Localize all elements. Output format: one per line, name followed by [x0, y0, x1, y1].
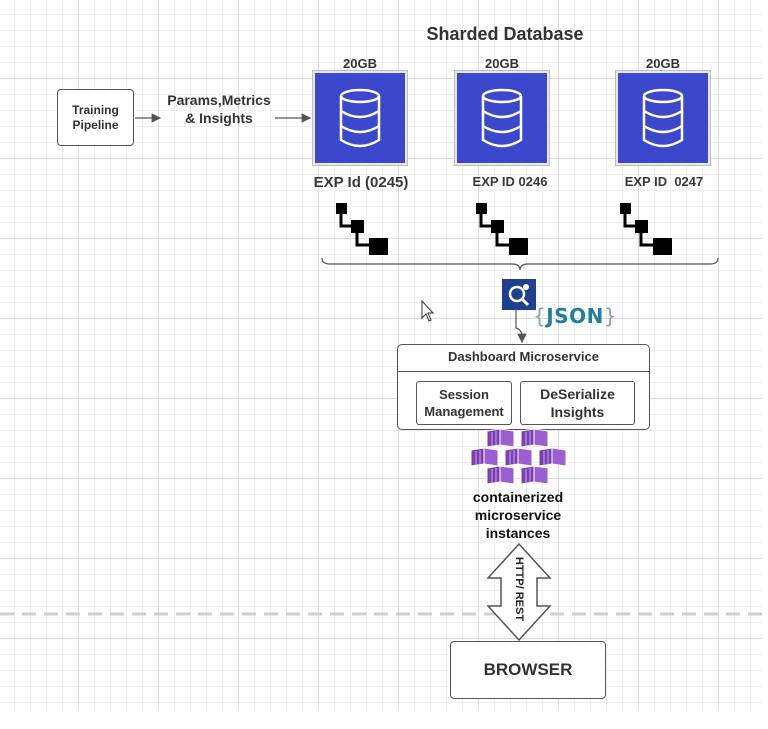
container-icon — [470, 429, 567, 485]
cursor-icon — [421, 299, 435, 322]
search-service-icon[interactable] — [502, 279, 536, 310]
json-brace-close: } — [603, 304, 618, 328]
http-double-arrow — [486, 542, 552, 642]
database-shard[interactable] — [455, 71, 549, 165]
shard-size-label: 20GB — [485, 56, 519, 71]
arrow-json-to-dashboard — [515, 310, 527, 344]
dashboard-microservice-box[interactable]: Dashboard Microservice Session Managemen… — [397, 344, 650, 430]
browser-box[interactable]: BROWSER — [450, 641, 606, 699]
shard-size-label: 20GB — [343, 56, 377, 71]
database-icon — [642, 88, 684, 148]
training-pipeline-label: Training Pipeline — [72, 102, 119, 132]
tree-icon — [476, 203, 528, 255]
http-rest-label: HTTP/ REST — [513, 556, 525, 622]
diagram-title: Sharded Database — [426, 24, 584, 44]
container-cube — [486, 429, 515, 448]
database-shard[interactable] — [313, 71, 407, 165]
shard-exp-label: EXP ID 0246 — [472, 174, 548, 189]
json-icon: {JSON} — [533, 304, 617, 328]
dashboard-divider — [398, 371, 649, 372]
dashboard-title: Dashboard Microservice — [447, 349, 599, 364]
session-management-box[interactable]: Session Management — [416, 381, 512, 425]
json-label: JSON — [546, 304, 604, 328]
deserialize-insights-box[interactable]: DeSerialize Insights — [520, 381, 635, 425]
browser-label: BROWSER — [483, 660, 573, 679]
session-management-label: Session Management — [424, 387, 504, 419]
params-metrics-label: Params,Metrics & Insights — [167, 92, 271, 126]
database-shard[interactable] — [616, 71, 710, 165]
database-icon — [339, 88, 381, 148]
deserialize-insights-label: DeSerialize Insights — [540, 386, 615, 420]
shard-size-label: 20GB — [646, 56, 680, 71]
tree-icon — [336, 203, 388, 255]
database-icon — [481, 88, 523, 148]
json-brace-open: { — [533, 304, 547, 328]
containers-label: containerized microservice instances — [472, 489, 564, 541]
shard-brace — [321, 257, 719, 271]
shard-exp-label: EXP ID 0247 — [624, 174, 704, 189]
tree-icon — [620, 203, 672, 255]
training-pipeline-box[interactable]: Training Pipeline — [57, 89, 134, 146]
shard-exp-label: EXP Id (0245) — [313, 174, 409, 191]
